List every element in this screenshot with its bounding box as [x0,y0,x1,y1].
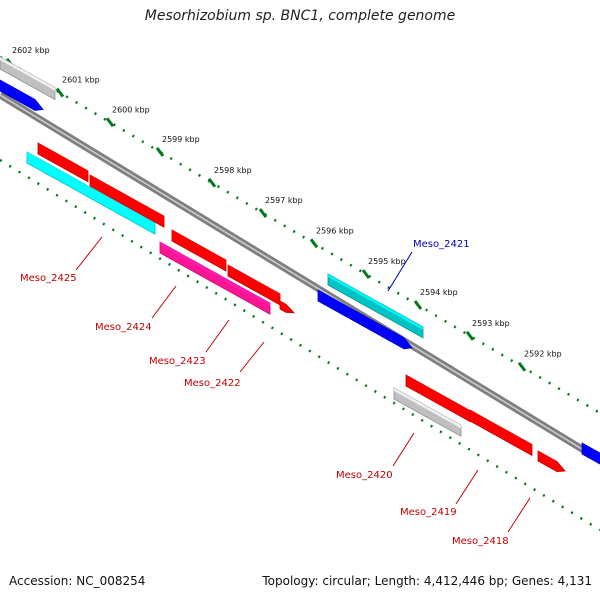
tick-mark [105,117,115,128]
gene-feature [0,56,56,101]
gene-label-Meso_2421: Meso_2421 [413,239,470,250]
gene-label-Meso_2422: Meso_2422 [184,378,241,389]
accession-label: Accession: NC_008254 [9,574,146,588]
tick-mark [207,177,217,188]
map-title: Mesorhizobium sp. BNC1, complete genome [144,8,456,24]
tick-label: 2602 kbp [12,46,50,55]
gene-Meso_2425 [26,151,156,235]
tick-label: 2596 kbp [316,226,354,235]
label-leader [75,236,103,271]
gene-feature [279,300,295,314]
label-leader [387,251,413,292]
gene-Meso_2421 [327,273,424,339]
tick-ring-2 [0,158,600,532]
gene-Meso_2423 [171,229,227,272]
tick-label: 2598 kbp [214,166,252,175]
gene-label-Meso_2420: Meso_2420 [336,470,393,481]
gene-feature [0,79,44,111]
tick-ring-1 [0,55,600,415]
gene-Meso_2419 [469,409,533,457]
tick-mark [309,238,319,249]
gene-Meso_2420 [393,387,462,437]
gene-label-Meso_2424: Meso_2424 [95,322,152,333]
tick-label: 2600 kbp [112,105,150,114]
gene-feature [581,442,600,465]
label-leader [507,497,531,533]
tick-mark [361,269,371,280]
gene-label-Meso_2425: Meso_2425 [20,273,77,284]
tick-label: 2593 kbp [472,319,510,328]
gene-label-Meso_2423: Meso_2423 [149,356,206,367]
gene-Meso_2424 [159,241,271,315]
tick-label: 2595 kbp [368,257,406,266]
label-leader [205,319,230,353]
tick-label: 2592 kbp [524,350,562,359]
tick-label: 2601 kbp [62,76,100,85]
gene-label-Meso_2419: Meso_2419 [400,507,457,518]
gene-feature [37,142,89,183]
backbone-highlight [0,94,600,461]
label-leader [151,285,177,319]
gene-feature [317,289,413,350]
tick-mark [413,300,423,310]
gene-label-Meso_2418: Meso_2418 [452,536,509,547]
gene-Meso_2418 [537,450,566,472]
tick-mark [258,208,268,218]
gene-feature [89,174,165,228]
label-leader [239,341,265,373]
tick-label: 2594 kbp [420,288,458,297]
genome-summary: Topology: circular; Length: 4,412,446 bp… [262,574,592,588]
tick-mark [155,147,165,157]
tick-mark [55,87,65,98]
label-leader [455,469,479,505]
tick-mark [465,330,475,341]
tick-mark [517,361,527,372]
label-leader [392,432,415,467]
tick-label: 2597 kbp [265,196,303,205]
tick-label: 2599 kbp [162,135,200,144]
